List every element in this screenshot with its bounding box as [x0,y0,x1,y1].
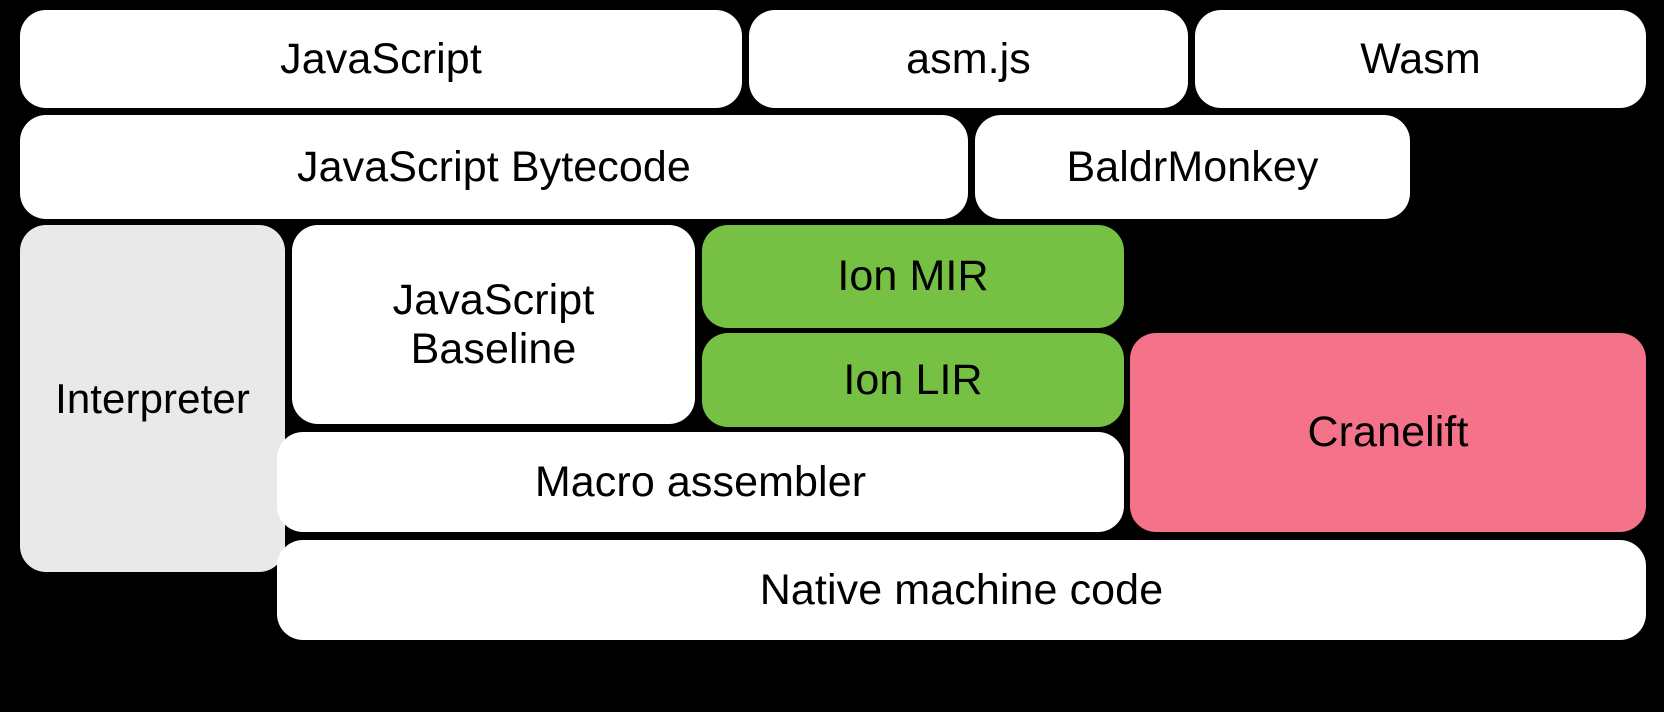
node-javascript-baseline: JavaScript Baseline [292,225,695,424]
node-macro-assembler: Macro assembler [277,432,1124,532]
node-cranelift: Cranelift [1130,333,1646,532]
node-asm-js: asm.js [749,10,1188,108]
node-interpreter: Interpreter [20,225,285,572]
node-javascript-bytecode: JavaScript Bytecode [20,115,968,219]
node-ion-lir: Ion LIR [702,333,1124,427]
node-ion-mir: Ion MIR [702,225,1124,328]
node-wasm: Wasm [1195,10,1646,108]
node-baldrmonkey: BaldrMonkey [975,115,1410,219]
node-javascript: JavaScript [20,10,742,108]
node-native-machine-code: Native machine code [277,540,1646,640]
